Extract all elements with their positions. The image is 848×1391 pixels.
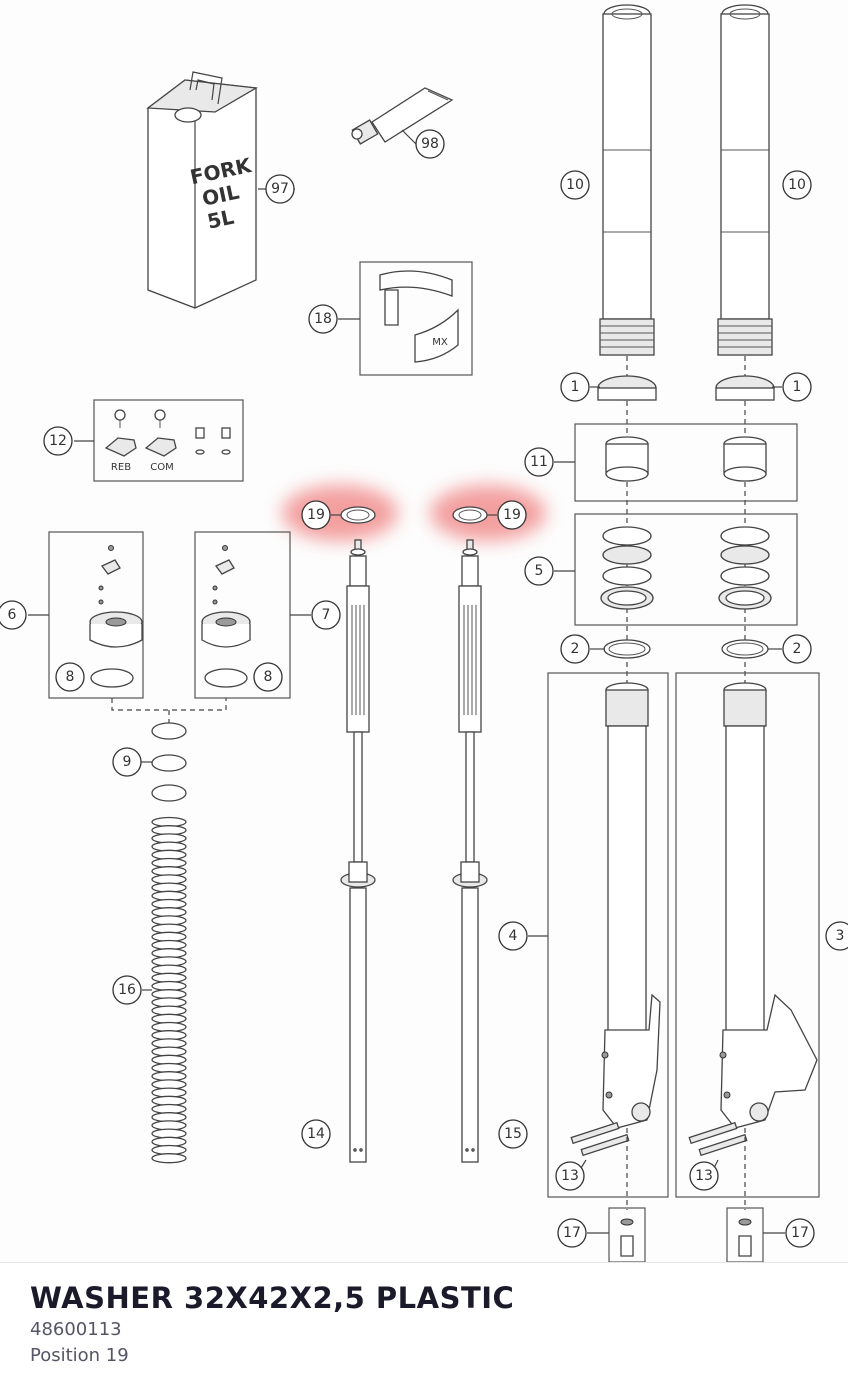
callout-label: 8 (264, 669, 273, 685)
cap-label-reb: REB (111, 462, 131, 473)
callout-13[interactable]: 13 (689, 1161, 719, 1191)
can-label-line-3: 5L (205, 205, 236, 234)
callout-10[interactable]: 10 (782, 170, 812, 200)
callout-16[interactable]: 16 (112, 975, 142, 1005)
drain-screw-left[interactable] (608, 1207, 646, 1262)
callout-17[interactable]: 17 (557, 1218, 587, 1248)
cap-assembly-right[interactable] (194, 531, 291, 699)
leader-lines (28, 129, 785, 1234)
part-name: WASHER 32X42X2,5 PLASTIC (30, 1281, 515, 1315)
callout-label: 97 (271, 181, 289, 197)
seal-stack-left[interactable] (597, 356, 657, 690)
callout-18[interactable]: 18 (308, 304, 338, 334)
callout-8[interactable]: 8 (55, 662, 85, 692)
cartridge-right[interactable] (452, 539, 488, 1163)
callout-label: 16 (118, 982, 136, 998)
exploded-parts-diagram: FORK OIL 5L MX REB COM (0, 4, 848, 1262)
callout-3[interactable]: 3 (825, 921, 848, 951)
callout-11[interactable]: 11 (524, 447, 554, 477)
bushing-kit[interactable]: MX (359, 261, 473, 376)
callout-97[interactable]: 97 (265, 174, 295, 204)
fork-oil-can[interactable]: FORK OIL 5L (146, 71, 259, 309)
seal-stack-right[interactable] (715, 356, 775, 690)
callout-label: 15 (504, 1126, 522, 1142)
callout-label: 17 (563, 1225, 581, 1241)
callout-label: 13 (561, 1168, 579, 1184)
drain-screw-right[interactable] (726, 1207, 764, 1262)
washer-19-right[interactable] (452, 506, 488, 524)
callout-19[interactable]: 19 (497, 500, 527, 530)
callout-label: 18 (314, 311, 332, 327)
svg-text:MX: MX (432, 337, 448, 348)
part-position: Position 19 (30, 1345, 129, 1366)
outer-tube-left[interactable] (599, 4, 655, 356)
callout-label: 10 (566, 177, 584, 193)
callout-label: 9 (123, 754, 132, 770)
cap-assembly-left[interactable] (48, 531, 144, 699)
callout-label: 98 (421, 136, 439, 152)
callout-label: 14 (307, 1126, 325, 1142)
callout-label: 12 (49, 433, 67, 449)
callout-label: 19 (503, 507, 521, 523)
callout-13[interactable]: 13 (555, 1161, 585, 1191)
washer-19-left[interactable] (340, 506, 376, 524)
callout-label: 3 (836, 928, 845, 944)
lower-leg-left[interactable] (570, 682, 661, 1210)
callout-8[interactable]: 8 (253, 662, 283, 692)
callout-label: 6 (8, 607, 17, 623)
callout-label: 2 (571, 641, 580, 657)
callout-10[interactable]: 10 (560, 170, 590, 200)
callout-label: 17 (791, 1225, 809, 1241)
callout-2[interactable]: 2 (560, 634, 590, 664)
callout-label: 13 (695, 1168, 713, 1184)
grease-tube[interactable] (351, 87, 454, 145)
callout-7[interactable]: 7 (311, 600, 341, 630)
part-info-panel: WASHER 32X42X2,5 PLASTIC 48600113 Positi… (0, 1262, 848, 1391)
fork-spring[interactable] (151, 816, 187, 1164)
callout-label: 5 (535, 563, 544, 579)
callout-2[interactable]: 2 (782, 634, 812, 664)
callout-label: 4 (509, 928, 518, 944)
callout-6[interactable]: 6 (0, 600, 27, 630)
callout-label: 10 (788, 177, 806, 193)
callout-19[interactable]: 19 (301, 500, 331, 530)
part-number: 48600113 (30, 1319, 122, 1340)
highlight-position-19-right (430, 485, 546, 541)
callout-98[interactable]: 98 (415, 129, 445, 159)
callout-label: 19 (307, 507, 325, 523)
lower-leg-right[interactable] (688, 682, 818, 1210)
spring-washers[interactable] (151, 722, 187, 802)
callout-4[interactable]: 4 (498, 921, 528, 951)
callout-12[interactable]: 12 (43, 426, 73, 456)
callout-label: 7 (322, 607, 331, 623)
callout-14[interactable]: 14 (301, 1119, 331, 1149)
callout-5[interactable]: 5 (524, 556, 554, 586)
callout-17[interactable]: 17 (785, 1218, 815, 1248)
adjuster-cap-kit[interactable]: REB COM (93, 399, 244, 482)
callout-1[interactable]: 1 (782, 372, 812, 402)
callout-15[interactable]: 15 (498, 1119, 528, 1149)
callout-label: 2 (793, 641, 802, 657)
highlight-position-19-left (282, 485, 398, 541)
callout-9[interactable]: 9 (112, 747, 142, 777)
callout-label: 11 (530, 454, 548, 470)
outer-tube-right[interactable] (717, 4, 773, 356)
callout-label: 1 (571, 379, 580, 395)
callout-label: 1 (793, 379, 802, 395)
callout-label: 8 (66, 669, 75, 685)
callout-1[interactable]: 1 (560, 372, 590, 402)
cartridge-left[interactable] (340, 539, 376, 1163)
spring-coil (151, 1153, 187, 1164)
cap-label-com: COM (150, 462, 173, 473)
